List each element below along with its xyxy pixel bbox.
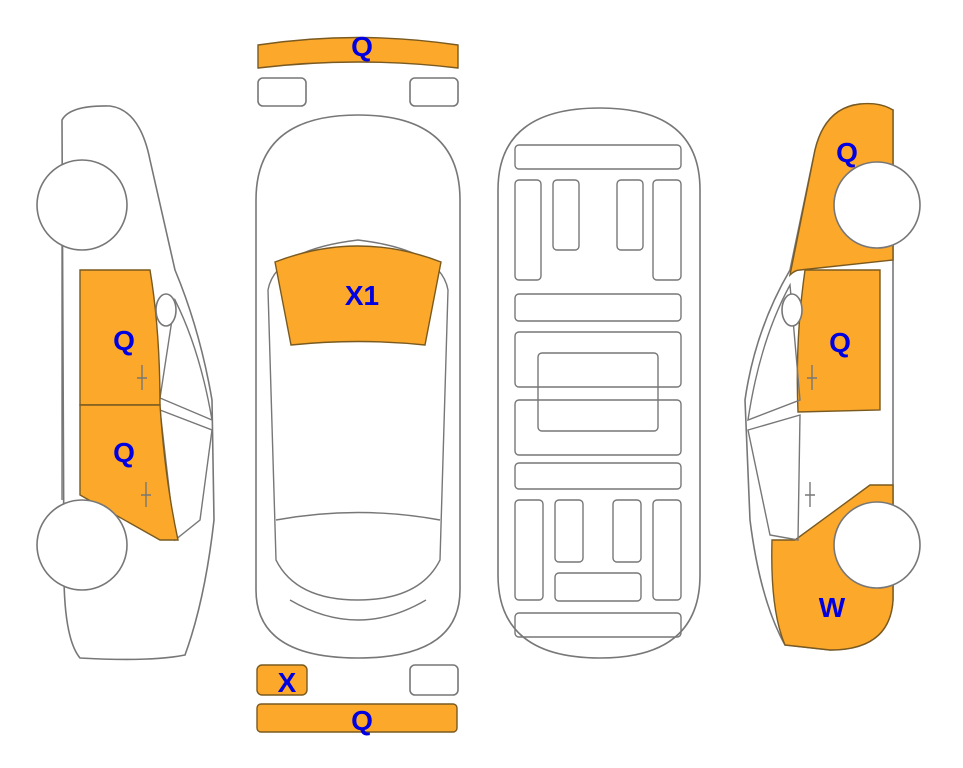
front-left-light xyxy=(257,77,307,107)
damage-label: X xyxy=(278,667,297,698)
left-side-view: Q Q xyxy=(36,105,215,661)
damage-label: Q xyxy=(829,327,851,358)
right-front-wheel xyxy=(833,501,921,589)
damage-label: Q xyxy=(836,137,858,168)
damage-label: W xyxy=(819,592,846,623)
rear-bumper-damage[interactable] xyxy=(256,703,458,733)
damage-label: X1 xyxy=(345,280,379,311)
damage-label: Q xyxy=(113,325,135,356)
front-bumper-damage[interactable] xyxy=(257,36,459,69)
damage-label: Q xyxy=(351,31,373,62)
damage-label: Q xyxy=(113,437,135,468)
rear-right-light xyxy=(409,664,459,696)
left-rear-wheel xyxy=(36,499,128,591)
left-front-wheel xyxy=(36,159,128,251)
windshield-damage[interactable] xyxy=(274,245,442,346)
right-rear-door-damage[interactable] xyxy=(796,269,881,413)
right-rear-wheel xyxy=(833,161,921,249)
underside-view xyxy=(497,107,701,659)
top-view: Q X1 X Q xyxy=(255,31,461,736)
front-right-light xyxy=(409,77,459,107)
rear-left-light-damage[interactable] xyxy=(256,664,308,696)
damage-label: Q xyxy=(351,705,373,736)
right-side-view: Q Q W xyxy=(744,102,921,651)
